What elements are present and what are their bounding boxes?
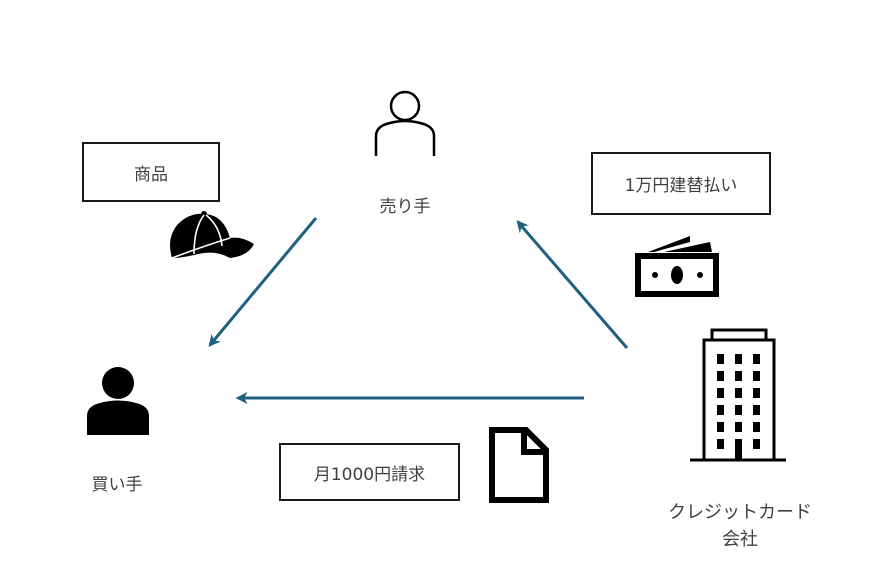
person-filled-icon (87, 367, 149, 435)
money-icon (635, 236, 719, 297)
person-outline-icon (374, 90, 436, 156)
arrow-card-to-seller (516, 220, 629, 349)
buyer-label: 買い手 (91, 475, 143, 495)
cap-icon (170, 211, 254, 259)
advance-payment-label-box: 1万円建替払い (591, 152, 771, 215)
seller-label: 売り手 (379, 197, 431, 217)
product-label: 商品 (134, 164, 168, 185)
card-company-label-line1: クレジットカード (668, 502, 812, 523)
office-building-icon (690, 328, 786, 462)
product-label-box: 商品 (82, 142, 220, 202)
advance-payment-label: 1万円建替払い (624, 176, 738, 196)
card-company-label-line2: 会社 (722, 529, 758, 550)
document-icon (489, 427, 549, 503)
billing-label-box: 月1000円請求 (279, 443, 460, 501)
billing-label: 月1000円請求 (313, 464, 426, 485)
arrow-seller-to-buyer (208, 217, 318, 347)
